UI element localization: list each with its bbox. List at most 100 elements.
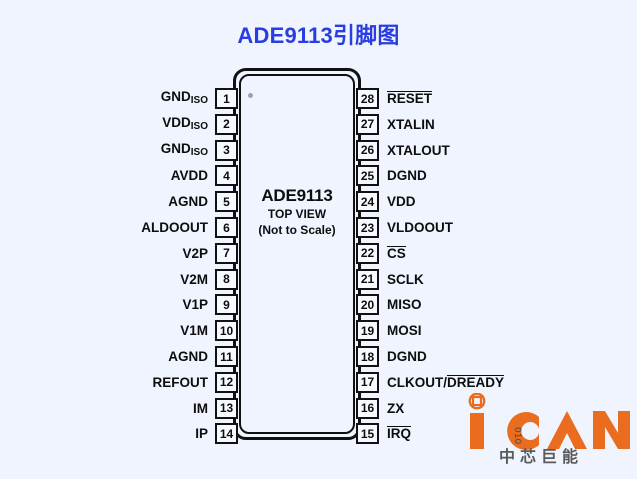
pin-number-box-13: 13 [215, 397, 238, 419]
pin-label-9: V1P [182, 297, 208, 312]
pin-label-base: ALDOOUT [141, 220, 208, 235]
pin-label-4: AVDD [171, 168, 208, 183]
pin-number-box-10: 10 [215, 320, 238, 342]
pin-label-base: V1P [182, 297, 208, 313]
pin-label-subscript: ISO [190, 120, 208, 132]
pin-row-6: ALDOOUT 6 [60, 217, 238, 238]
pin-number-box-14: 14 [215, 423, 238, 445]
pin-label-12: REFOUT [153, 375, 209, 390]
pin-label-base: SCLK [387, 271, 424, 287]
pin-label-28: RESET [387, 91, 433, 106]
pin-number-box-4: 4 [215, 165, 238, 187]
pin-row-17: 17 CLKOUT/DREADY [356, 371, 626, 393]
pin-label-11: AGND [168, 349, 208, 364]
pin-label-subscript: ISO [190, 95, 208, 106]
pin-number-box-20: 20 [356, 294, 379, 316]
pin-label-1: GNDISO [161, 89, 208, 108]
pin-number-box-7: 7 [215, 242, 238, 264]
pin-number-box-5: 5 [215, 191, 238, 213]
pin-number-box-26: 26 [356, 139, 379, 161]
pin-label-23: VLDOOUT [387, 220, 453, 235]
pin-label-base: GND [160, 140, 191, 156]
pin-row-24: 24 VDD [356, 191, 626, 213]
logo-letter-i [470, 413, 484, 449]
pin-number-box-18: 18 [356, 346, 379, 367]
pin-number-box-2: 2 [215, 113, 238, 135]
pin-number-box-6: 6 [215, 217, 238, 238]
pin-label-base: DGND [387, 349, 427, 364]
pin-row-13: IM 13 [60, 397, 238, 419]
pin-row-14: IP 14 [60, 423, 238, 445]
pin-row-1: GNDISO 1 [60, 88, 238, 109]
pin-row-18: 18 DGND [356, 346, 626, 367]
pin-label-2: VDDISO [162, 115, 208, 134]
ican-logo-mark: 010 [468, 393, 630, 450]
chip-body-inner-outline [239, 74, 355, 434]
pin-label-base: ZX [387, 400, 405, 416]
pin-label-13: IM [193, 401, 208, 416]
pin-number-box-24: 24 [356, 191, 379, 213]
pin-label-6: ALDOOUT [141, 220, 208, 235]
logo-letter-a [547, 411, 587, 449]
chip-body-outline [233, 68, 361, 440]
pin1-marker-dot [248, 93, 253, 98]
pin-label-base: CLKOUT/ [387, 374, 447, 390]
pin-label-base: XTALOUT [387, 142, 450, 158]
pin-number-box-8: 8 [215, 268, 238, 290]
pin-label-14: IP [195, 426, 208, 441]
pin-label-base: VDD [387, 194, 416, 210]
pin-label-7: V2P [182, 246, 208, 261]
pin-label-8: V2M [180, 272, 208, 287]
pin-label-overline: CS [387, 245, 406, 261]
pin-label-16: ZX [387, 401, 404, 416]
pin-row-20: 20 MISO [356, 294, 626, 316]
pin-label-26: XTALOUT [387, 143, 450, 158]
pin-row-28: 28 RESET [356, 88, 626, 109]
pin-row-26: 26 XTALOUT [356, 139, 626, 161]
pin-number-box-1: 1 [215, 88, 238, 109]
pin-label-overline: IRQ [387, 426, 412, 442]
pin-label-base: XTALIN [387, 116, 435, 132]
pin-label-20: MISO [387, 297, 422, 312]
pin-number-box-19: 19 [356, 320, 379, 342]
pin-label-21: SCLK [387, 272, 424, 287]
pin-label-base: IM [193, 400, 208, 416]
pin-row-25: 25 DGND [356, 165, 626, 187]
pin-label-base: AVDD [170, 168, 208, 184]
pin-row-16: 16 ZX [356, 397, 626, 419]
pin-label-27: XTALIN [387, 117, 435, 132]
pin-label-base: MOSI [387, 323, 422, 339]
pin-row-5: AGND 5 [60, 191, 238, 213]
pin-number-box-28: 28 [356, 88, 379, 109]
pin-label-base: IP [195, 426, 208, 442]
pin-number-box-23: 23 [356, 217, 379, 238]
pin-label-base: AGND [168, 194, 208, 210]
pin-label-base: MISO [387, 297, 422, 313]
pin-label-19: MOSI [387, 323, 422, 338]
pin-label-17: CLKOUT/DREADY [387, 374, 505, 390]
pin-label-base: VLDOOUT [387, 220, 453, 235]
pin-number-box-17: 17 [356, 371, 379, 393]
pin-row-19: 19 MOSI [356, 320, 626, 342]
chip-part-number: ADE9113 [261, 186, 333, 205]
pin-number-box-16: 16 [356, 397, 379, 419]
pin-number-box-25: 25 [356, 165, 379, 187]
pin-label-subscript: ISO [190, 146, 208, 158]
chip-scale-note: (Not to Scale) [258, 223, 336, 237]
pin-label-base: V2M [180, 271, 208, 287]
logo-binary-text: 010 [512, 427, 522, 444]
pin-label-overline: RESET [387, 91, 433, 106]
pin-label-base: GND [160, 89, 191, 104]
pin-label-22: CS [387, 245, 406, 261]
pin-label-base: DGND [387, 168, 427, 184]
pin-label-25: DGND [387, 168, 427, 183]
